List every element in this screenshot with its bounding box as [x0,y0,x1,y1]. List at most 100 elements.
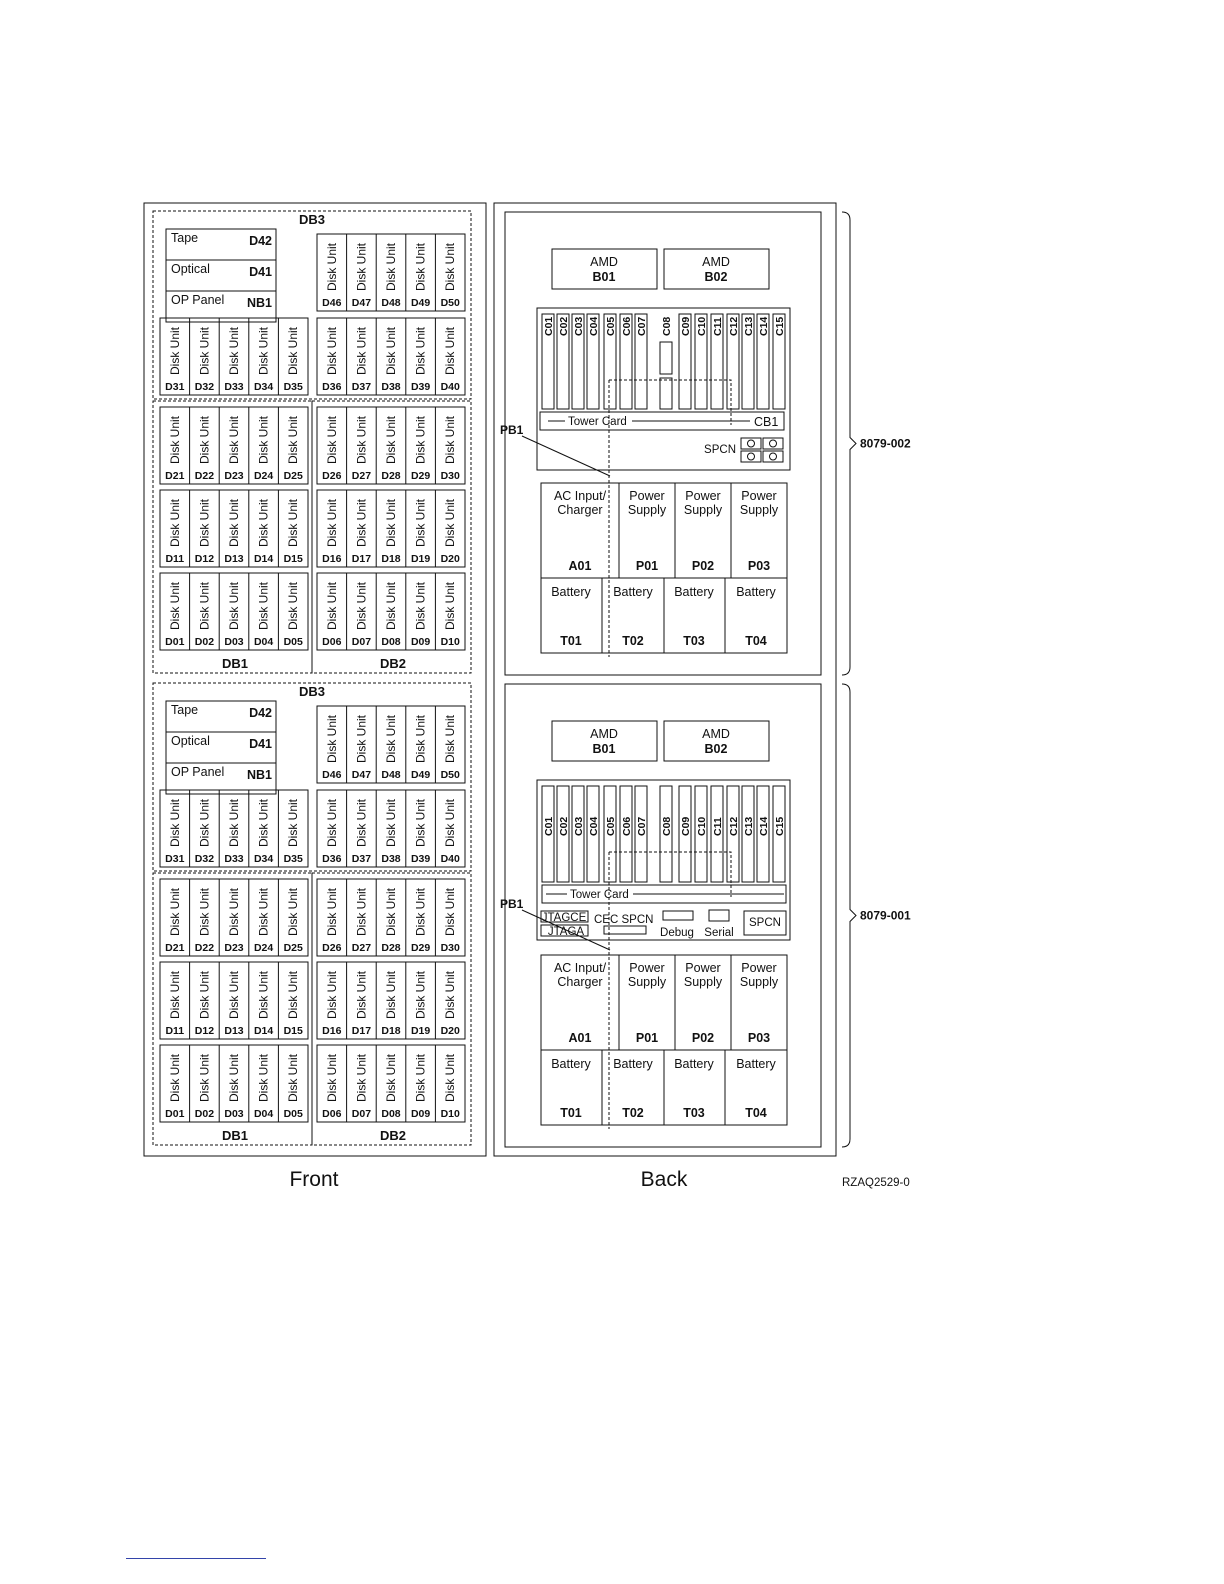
disk-unit-label: Disk Unit [384,798,398,847]
disk-unit-label: Disk Unit [354,415,368,464]
media-code: NB1 [247,296,272,310]
db3-dashed-region [152,682,472,872]
card-slot-C13: C13 [743,817,755,836]
disk-unit-label: Disk Unit [227,326,241,375]
disk-unit-label: Disk Unit [168,1053,182,1102]
disk-code-D02: D02 [195,636,214,648]
disk-unit-label: Disk Unit [414,1053,428,1102]
card-slot [772,785,786,883]
card-slot-C10: C10 [696,817,708,836]
disk-unit-label: Disk Unit [286,1053,300,1102]
disk-code-D36: D36 [322,381,341,393]
card-slot [659,377,673,410]
disk-unit-label: Disk Unit [168,498,182,547]
card-slot [756,313,770,410]
card-slot [659,341,673,375]
db1-label: DB1 [222,1128,248,1143]
card-slot-C06: C06 [621,817,633,836]
card-slot-C01: C01 [543,817,555,836]
pb1-leader [521,435,611,477]
card-slot [710,785,724,883]
disk-code-D33: D33 [224,853,243,865]
amd-code: B01 [593,742,616,756]
disk-unit-label: Disk Unit [414,498,428,547]
disk-code-D48: D48 [381,297,400,309]
disk-code-D03: D03 [224,1108,243,1120]
media-code: D42 [249,234,272,248]
power-line-2: Supply [740,503,779,517]
amd-name: AMD [590,727,618,741]
spcn-port [740,437,762,450]
disk-code-D03: D03 [224,636,243,648]
disk-unit-label: Disk Unit [197,326,211,375]
media-name: OP Panel [171,293,224,307]
debug-label: Debug [660,927,694,939]
disk-code-D39: D39 [411,381,430,393]
disk-code-D26: D26 [322,470,341,482]
disk-unit-label: Disk Unit [354,242,368,291]
cb1-label: CB1 [754,415,778,429]
media-bay [165,228,277,323]
card-slot [634,785,648,883]
power-line-1: Power [629,961,664,975]
card-slot-C05: C05 [605,817,617,836]
disk-unit-label: Disk Unit [443,581,457,630]
disk-unit-label: Disk Unit [414,714,428,763]
dashed-card-region [609,379,732,425]
disk-unit-label: Disk Unit [414,798,428,847]
disk-unit-label: Disk Unit [443,798,457,847]
db3-label: DB3 [299,684,325,699]
disk-unit-label: Disk Unit [384,415,398,464]
tower-card-bar [539,411,785,431]
db2-disks-group [316,1044,466,1123]
disk-code-D06: D06 [322,636,341,648]
disk-unit-label: Disk Unit [354,1053,368,1102]
card-slot [726,785,740,883]
spcn-label: SPCN [704,444,736,456]
disk-code-D47: D47 [352,769,371,781]
disk-unit-label: Disk Unit [168,326,182,375]
card-slot [571,785,585,883]
media-code: D42 [249,706,272,720]
power-line-2: Charger [557,975,602,989]
battery-name: Battery [674,585,714,599]
disk-unit-label: Disk Unit [227,581,241,630]
db3-left-disks-group [159,789,309,868]
spcn-label: SPCN [749,917,781,929]
disk-unit-label: Disk Unit [168,415,182,464]
media-code: D41 [249,737,272,751]
disk-code-D01: D01 [165,1108,184,1120]
jtaga-label: JTAGA [548,926,585,938]
amd-box [663,248,770,290]
power-code: P03 [748,1031,770,1045]
model-label: 8079-001 [860,909,911,923]
tower-card-label: Tower Card [570,889,629,901]
disk-unit-label: Disk Unit [168,970,182,1019]
back-frame [493,202,837,1157]
disk-unit-label: Disk Unit [257,798,271,847]
card-slot-C12: C12 [728,317,740,336]
disk-code-D40: D40 [441,381,460,393]
media-name: OP Panel [171,765,224,779]
disk-code-D13: D13 [224,553,243,565]
disk-unit-label: Disk Unit [325,970,339,1019]
card-slot-C15: C15 [774,817,786,836]
disk-unit-label: Disk Unit [325,498,339,547]
db2-label: DB2 [380,1128,406,1143]
disk-code-D07: D07 [352,1108,371,1120]
pb1-label: PB1 [500,897,524,911]
disk-unit-label: Disk Unit [197,581,211,630]
disk-code-D27: D27 [352,942,371,954]
disk-code-D10: D10 [441,1108,460,1120]
disk-unit-label: Disk Unit [197,798,211,847]
disk-unit-label: Disk Unit [325,798,339,847]
disk-code-D32: D32 [195,853,214,865]
disk-unit-label: Disk Unit [414,887,428,936]
back-unit-frame [504,683,822,1148]
disk-code-D34: D34 [254,381,273,393]
card-slot [556,785,570,883]
disk-code-D26: D26 [322,942,341,954]
disk-unit-label: Disk Unit [443,1053,457,1102]
disk-code-D50: D50 [441,769,460,781]
